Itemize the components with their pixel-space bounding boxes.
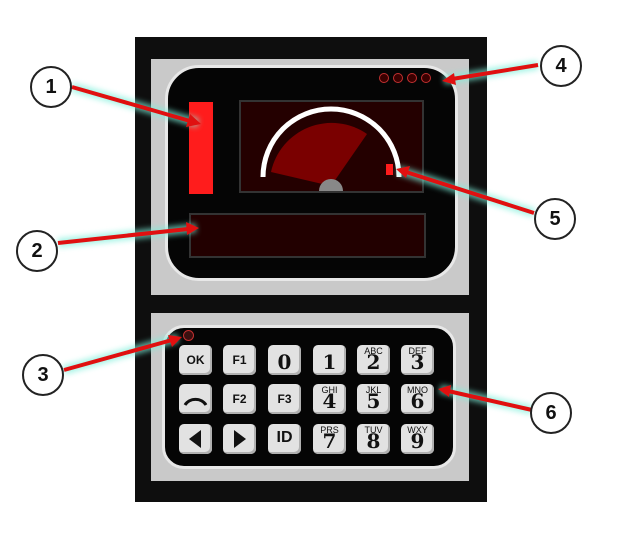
key-7-digit: 7: [322, 429, 337, 453]
key-9-letters: WXY: [407, 425, 428, 435]
key-3[interactable]: DEF 3: [401, 345, 434, 375]
key-9-digit: 9: [410, 429, 425, 453]
key-0[interactable]: 0: [268, 345, 301, 375]
arrow-6-head: [438, 385, 451, 397]
key-2-digit: 2: [366, 350, 381, 374]
status-led: [183, 330, 194, 341]
key-6[interactable]: MNO 6: [401, 384, 434, 414]
arrow-6: [447, 389, 533, 412]
arrow-2: [57, 227, 189, 245]
key-5-digit: 5: [366, 389, 381, 413]
callout-1: 1: [30, 66, 72, 108]
left-arrow-key[interactable]: [179, 424, 212, 454]
arc-key[interactable]: [179, 384, 212, 414]
callout-3: 3: [22, 354, 64, 396]
key-8-letters: TUV: [364, 425, 383, 435]
id-key-label: ID: [276, 429, 293, 446]
led-1: [379, 73, 389, 83]
right-arrow-key[interactable]: [223, 424, 256, 454]
gauge-svg: [260, 106, 402, 191]
callout-4: 4: [540, 45, 582, 87]
f2-key-label: F2: [232, 392, 247, 406]
indicator-leds: [379, 73, 431, 85]
arrow-3: [63, 338, 173, 372]
key-2-letters: ABC: [364, 346, 383, 356]
key-7[interactable]: PRS 7: [313, 424, 346, 454]
key-3-digit: 3: [410, 350, 425, 374]
callout-6: 6: [530, 392, 572, 434]
arrow-4-head: [442, 73, 456, 85]
key-6-letters: MNO: [407, 385, 428, 395]
arrow-4: [451, 63, 539, 81]
f3-key-label: F3: [277, 392, 292, 406]
arrow-5-head: [396, 166, 410, 178]
gauge-panel: [239, 100, 424, 193]
arrow-5: [405, 170, 535, 215]
key-8-digit: 8: [366, 429, 381, 453]
led-2: [393, 73, 403, 83]
callout-5: 5: [534, 198, 576, 240]
arrow-1-head: [186, 114, 201, 127]
arc-icon: [183, 397, 208, 406]
ok-key-label: OK: [186, 353, 205, 367]
gauge-fill-sector: [271, 122, 367, 186]
gauge-hub: [319, 179, 343, 191]
arrow-3-head: [168, 335, 182, 347]
key-6-digit: 6: [410, 389, 425, 413]
key-5[interactable]: JKL 5: [357, 384, 390, 414]
key-7-letters: PRS: [320, 425, 339, 435]
key-0-digit: 0: [277, 350, 292, 374]
key-4-digit: 4: [322, 389, 337, 413]
key-1-digit: 1: [322, 350, 337, 374]
id-key[interactable]: ID: [268, 424, 301, 454]
led-4: [421, 73, 431, 83]
f1-key[interactable]: F1: [223, 345, 256, 375]
key-4-letters: GHI: [321, 385, 338, 395]
ok-key[interactable]: OK: [179, 345, 212, 375]
key-3-letters: DEF: [408, 346, 427, 356]
text-display: [189, 213, 426, 258]
key-5-letters: JKL: [365, 385, 382, 395]
left-arrow-icon: [189, 430, 201, 448]
key-4[interactable]: GHI 4: [313, 384, 346, 414]
gauge-marker: [386, 164, 393, 175]
f2-key[interactable]: F2: [223, 384, 256, 414]
key-8[interactable]: TUV 8: [357, 424, 390, 454]
key-1[interactable]: 1: [313, 345, 346, 375]
key-9[interactable]: WXY 9: [401, 424, 434, 454]
gauge-arc: [260, 106, 402, 178]
f3-key[interactable]: F3: [268, 384, 301, 414]
callout-2: 2: [16, 230, 58, 272]
arrow-1: [71, 85, 191, 123]
led-3: [407, 73, 417, 83]
key-2[interactable]: ABC 2: [357, 345, 390, 375]
arrow-2-head: [186, 222, 199, 235]
right-arrow-icon: [234, 430, 246, 448]
f1-key-label: F1: [232, 353, 247, 367]
